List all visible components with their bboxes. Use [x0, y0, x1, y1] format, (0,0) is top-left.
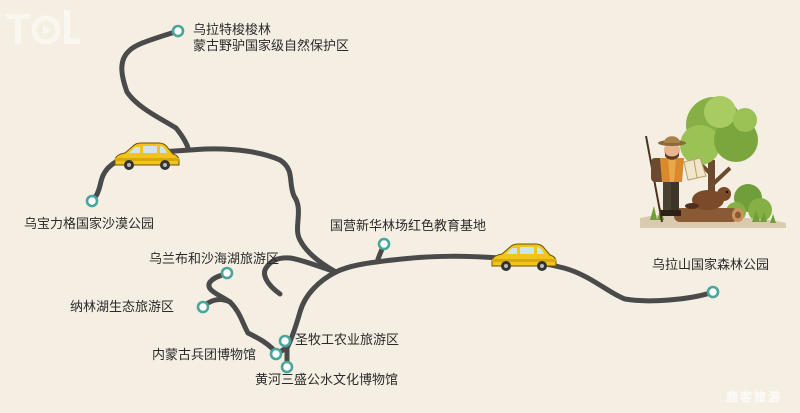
- location-marker-icon[interactable]: [220, 266, 234, 280]
- explorer-illustration: [640, 96, 786, 228]
- location-marker-icon[interactable]: [85, 194, 99, 208]
- location-marker-icon[interactable]: [280, 360, 294, 374]
- location-label-wulashan: 乌拉山国家森林公园: [652, 258, 770, 273]
- route-to-wulate: [119, 28, 191, 152]
- route-main-south: [284, 269, 339, 351]
- location-label-wubaoli: 乌宝力格国家沙漠公园: [24, 217, 155, 232]
- route-nalinhu-loop: [200, 297, 280, 357]
- location-marker-icon[interactable]: [278, 334, 292, 348]
- location-label-wulanbu: 乌兰布和沙海湖旅游区: [149, 252, 280, 267]
- location-label-bingtuan: 内蒙古兵团博物馆: [152, 348, 257, 363]
- route-wulanbu-branch: [262, 255, 339, 297]
- location-label-nalinhu: 纳林湖生态旅游区: [70, 300, 175, 315]
- car-icon: [114, 142, 180, 170]
- location-marker-icon[interactable]: [706, 285, 720, 299]
- watermark-text: 鹿客旅游: [725, 390, 782, 404]
- watermark-logo-icon: [6, 10, 80, 45]
- location-marker-icon[interactable]: [377, 237, 391, 251]
- location-label-wulate: 乌拉特梭梭林 蒙古野驴国家级自然保护区: [193, 23, 350, 54]
- location-marker-icon[interactable]: [196, 300, 210, 314]
- location-label-guoying: 国营新华林场红色教育基地: [330, 219, 487, 234]
- location-marker-icon[interactable]: [269, 347, 283, 361]
- location-marker-icon[interactable]: [171, 24, 185, 38]
- route-main-north: [157, 146, 339, 275]
- location-label-huanghe: 黄河三盛公水文化博物馆: [255, 373, 399, 388]
- location-label-shengmu: 圣牧工农业旅游区: [295, 333, 400, 348]
- car-icon: [491, 243, 557, 271]
